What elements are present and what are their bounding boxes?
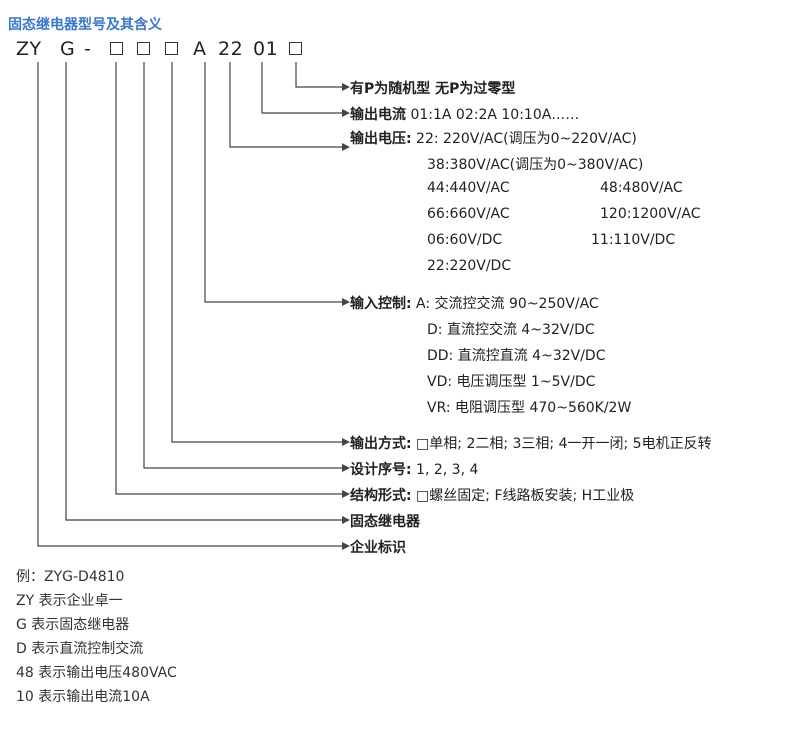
desc-ssr: 固态继电器 [350, 514, 420, 530]
voltage-120: 120:1200V/AC [600, 206, 701, 222]
connector-company [37, 62, 342, 547]
voltage-48: 48:480V/AC [600, 180, 683, 196]
voltage-06: 06:60V/DC [427, 232, 503, 248]
desc-output-voltage: 输出电压: 22: 220V/AC(调压为0~220V/AC) [350, 131, 637, 147]
voltage-22dc: 22:220V/DC [427, 258, 512, 274]
desc-structure: 结构形式: □螺丝固定; F线路板安装; H工业极 [350, 488, 635, 504]
control-vd: VD: 电压调压型 1~5V/DC [427, 374, 596, 390]
example-line-3: D 表示直流控制交流 [16, 641, 144, 657]
page-title: 固态继电器型号及其含义 [8, 17, 162, 33]
connector-output-mode [171, 62, 342, 443]
desc-output-mode: 输出方式: □单相; 2二相; 3三相; 4一开一闭; 5电机正反转 [350, 436, 712, 452]
connector-p [295, 62, 342, 88]
code-box-structure [110, 42, 123, 55]
connector-voltage [229, 62, 342, 148]
code-zy: ZY [16, 38, 42, 60]
desc-output-current: 输出电流 01:1A 02:2A 10:10A…… [350, 107, 580, 123]
example-line-5: 10 表示输出电流10A [16, 689, 150, 705]
control-dd: DD: 直流控直流 4~32V/DC [427, 348, 606, 364]
desc-input-control: 输入控制: A: 交流控交流 90~250V/AC [350, 296, 599, 312]
connector-current [261, 62, 342, 114]
example-line-0: 例：ZYG-D4810 [16, 569, 125, 585]
code-box-output-mode [165, 42, 178, 55]
connector-control [204, 62, 342, 303]
code-dash: - [84, 38, 92, 60]
desc-company: 企业标识 [350, 540, 406, 556]
connector-ssr [65, 62, 342, 521]
code-box-serial [137, 42, 150, 55]
example-line-2: G 表示固态继电器 [16, 617, 130, 633]
desc-serial: 设计序号: 1, 2, 3, 4 [350, 462, 479, 478]
voltage-66: 66:660V/AC [427, 206, 510, 222]
desc-zero-cross: 有P为随机型 无P为过零型 [350, 81, 516, 97]
code-a: A [193, 38, 207, 60]
code-22: 22 [218, 38, 244, 60]
example-line-1: ZY 表示企业卓一 [16, 593, 123, 609]
connector-serial [143, 62, 342, 469]
voltage-44: 44:440V/AC [427, 180, 510, 196]
voltage-38: 38:380V/AC(调压为0~380V/AC) [427, 157, 644, 173]
connector-structure [115, 62, 342, 495]
example-line-4: 48 表示输出电压480VAC [16, 665, 177, 681]
control-d: D: 直流控交流 4~32V/DC [427, 322, 595, 338]
control-vr: VR: 电阻调压型 470~560K/2W [427, 400, 632, 416]
voltage-11: 11:110V/DC [591, 232, 676, 248]
code-box-p [289, 42, 302, 55]
code-01: 01 [253, 38, 279, 60]
code-g: G [60, 38, 76, 60]
